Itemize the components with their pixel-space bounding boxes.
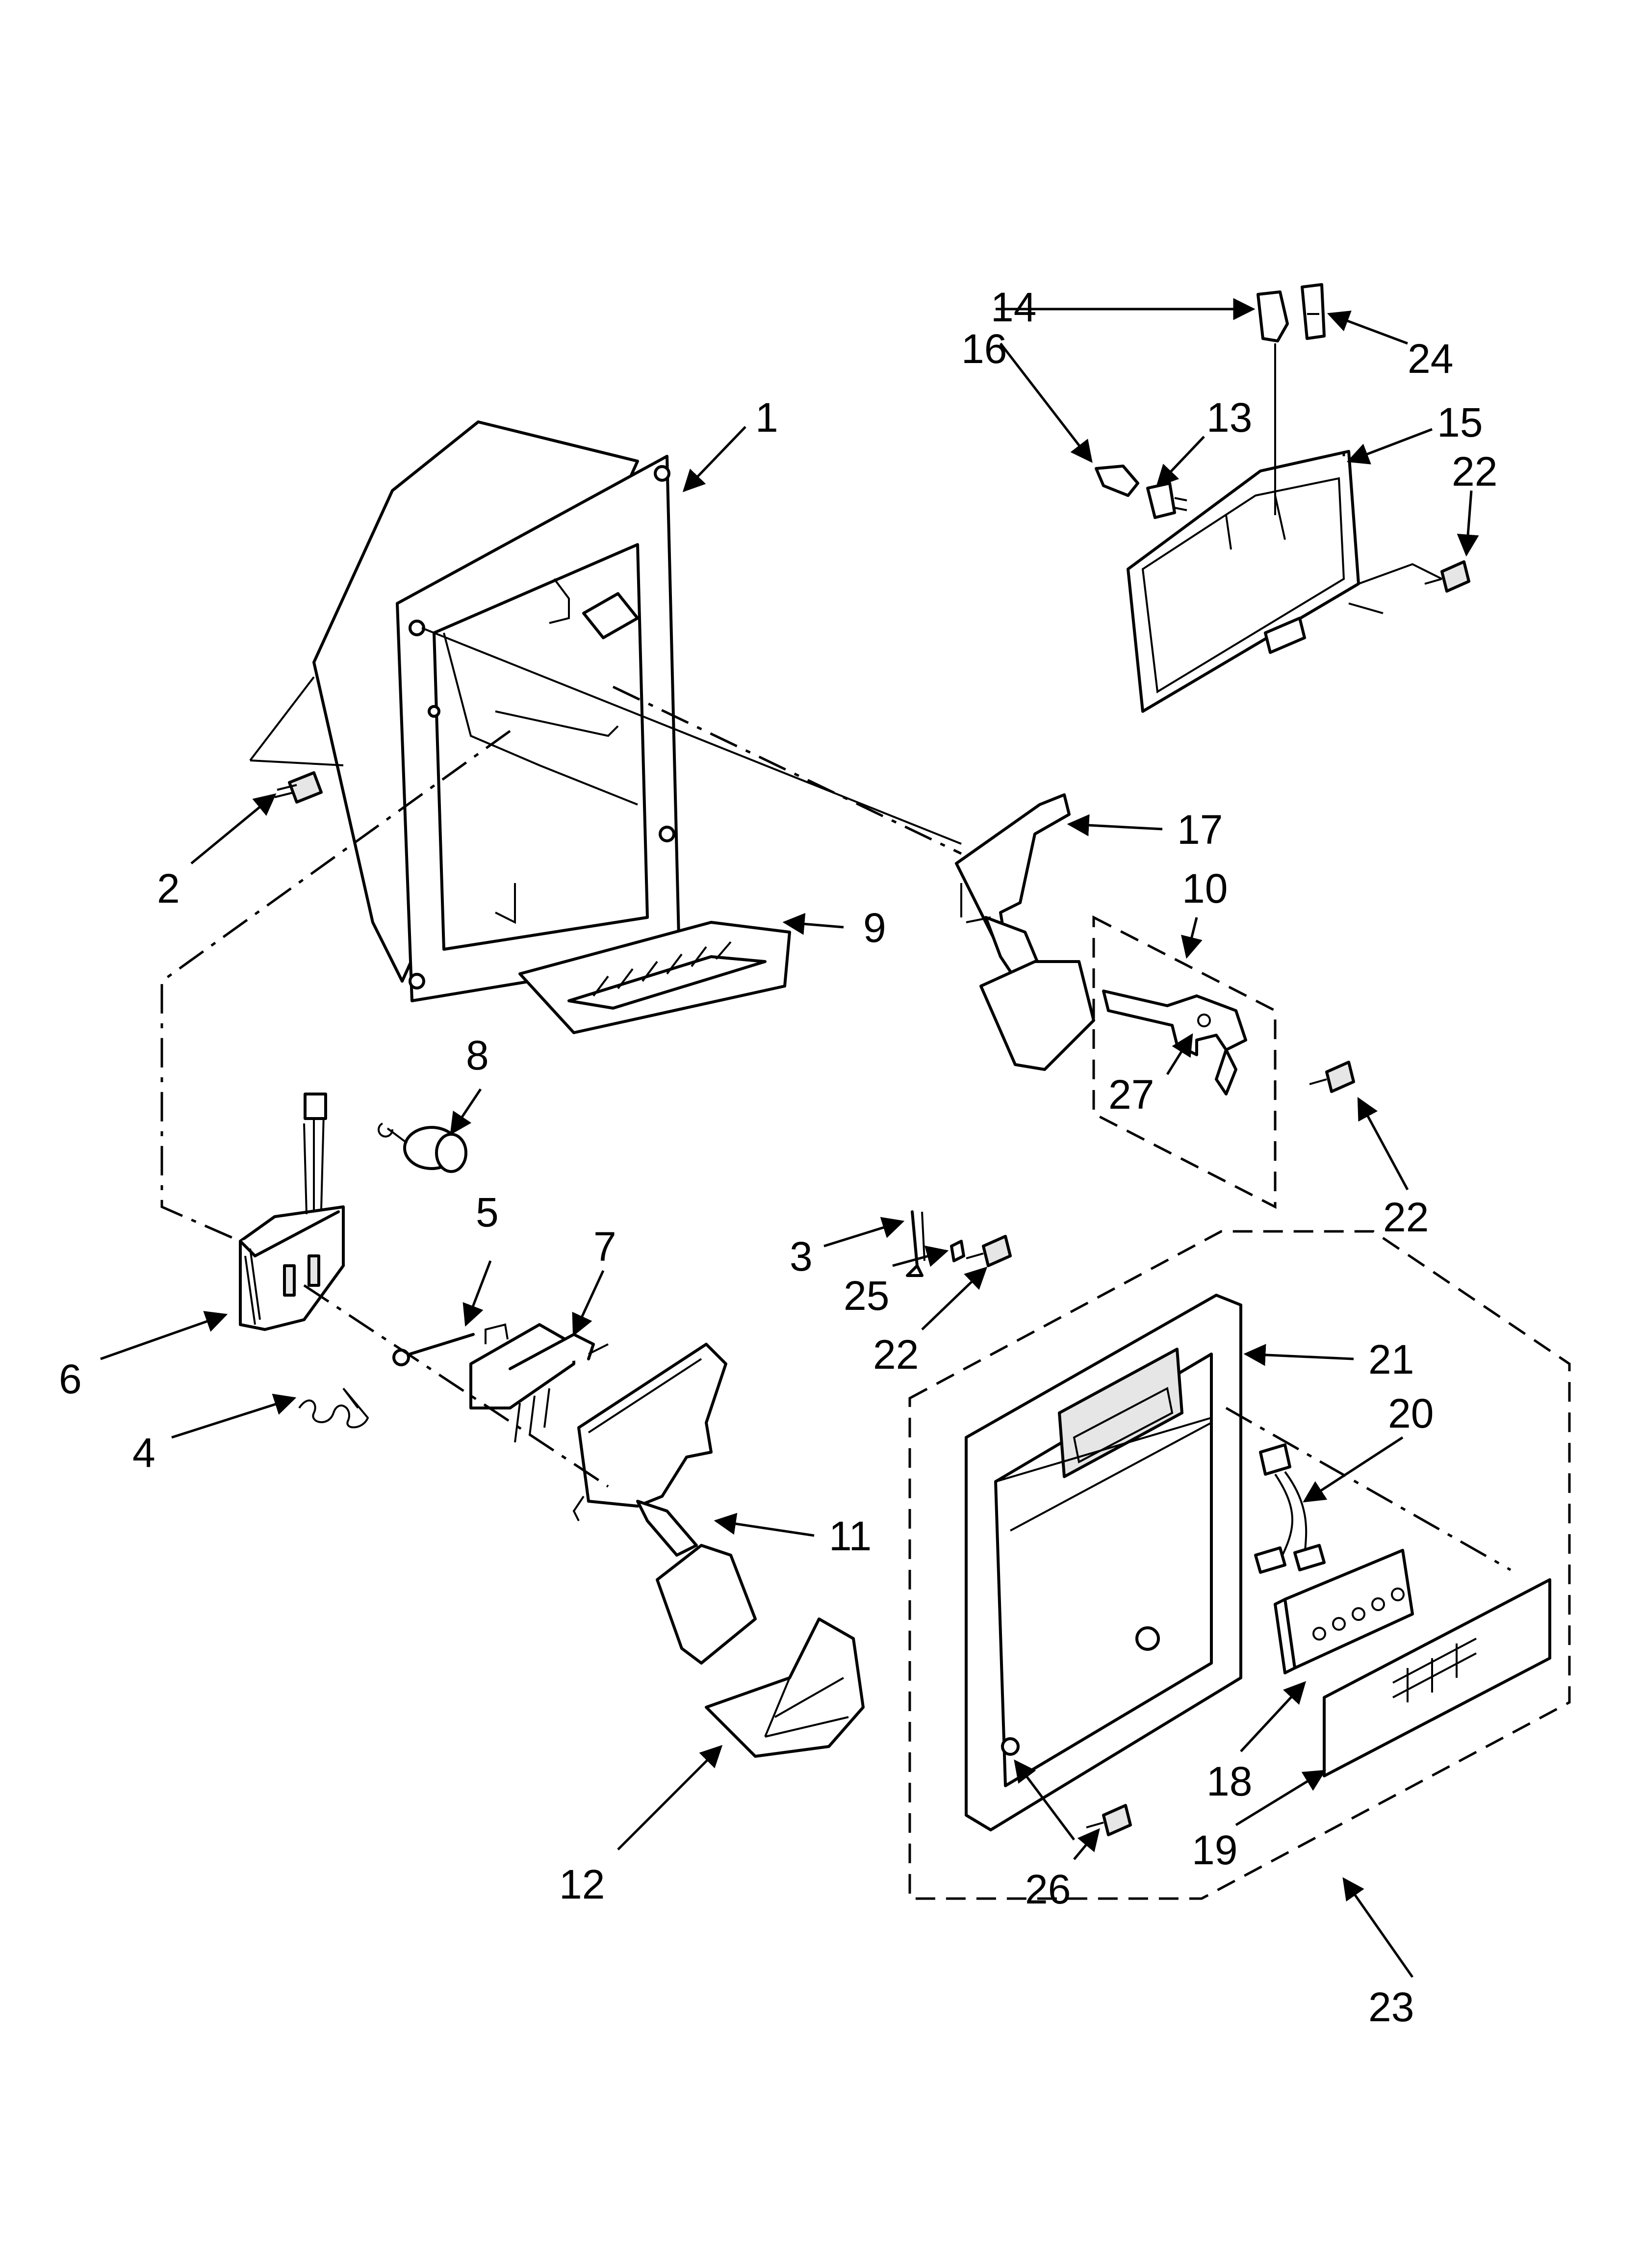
part-12-drip-cup	[705, 1617, 865, 1758]
reference-lines	[160, 627, 1512, 1571]
callout-20: 20	[1388, 1390, 1434, 1436]
callout-6: 6	[59, 1356, 82, 1402]
callout-16: 16	[961, 326, 1007, 372]
part-24-pad	[1301, 283, 1326, 340]
callout-18: 18	[1206, 1758, 1252, 1804]
callout-1: 1	[755, 394, 778, 441]
part-14-switch	[1257, 290, 1289, 515]
part-23-group-outline	[908, 1230, 1571, 1900]
callout-25: 25	[844, 1273, 889, 1319]
part-21-dispenser-frame	[965, 1294, 1242, 1831]
callout-9: 9	[863, 905, 886, 951]
part-17-water-paddle	[955, 793, 1095, 1071]
callout-11: 11	[829, 1513, 872, 1559]
part-6-solenoid	[239, 1093, 345, 1331]
callout-3: 3	[790, 1233, 813, 1279]
part-2-screw	[274, 771, 323, 804]
callout-15: 15	[1437, 399, 1483, 445]
part-1-dispenser-housing	[312, 420, 681, 1002]
part-8-motor	[378, 1122, 467, 1173]
callout-23: 23	[1368, 1984, 1414, 2030]
part-10-group-outline	[1092, 915, 1277, 1209]
callout-2: 2	[157, 865, 180, 912]
leader-lines	[100, 298, 1479, 1978]
callout-17: 17	[1177, 807, 1223, 853]
part-4-spring	[298, 1387, 369, 1429]
callout-10: 10	[1182, 865, 1228, 912]
callout-12: 12	[559, 1861, 605, 1907]
part-3-clip	[906, 1210, 925, 1277]
callout-13: 13	[1206, 394, 1252, 441]
part-27-lever	[1102, 990, 1247, 1095]
part-22-screw-a	[966, 1235, 1012, 1267]
callout-labels: 1 2 3 4 5 6 7 8 9 10 11 12 13 14 15 16 1…	[59, 284, 1497, 2030]
callout-27: 27	[1108, 1071, 1154, 1118]
callout-26: 26	[1025, 1866, 1071, 1912]
callout-5: 5	[476, 1189, 499, 1235]
callout-22b: 22	[1383, 1194, 1429, 1240]
part-26-screw	[1086, 1804, 1132, 1836]
callout-24: 24	[1408, 336, 1453, 382]
callout-22a: 22	[1452, 448, 1497, 495]
part-9-chute-grille	[518, 921, 791, 1034]
part-11-ice-paddle	[572, 1343, 757, 1665]
part-15-bracket	[1127, 450, 1442, 713]
part-7-actuator	[469, 1323, 609, 1443]
part-25-clip	[950, 1240, 965, 1262]
part-20-harness	[1254, 1443, 1326, 1574]
part-13-socket	[1146, 482, 1187, 519]
part-22-screw-c	[1424, 560, 1470, 593]
callout-19: 19	[1192, 1827, 1237, 1873]
callout-4: 4	[132, 1430, 155, 1476]
callout-22c: 22	[873, 1331, 919, 1378]
callout-8: 8	[466, 1032, 489, 1078]
callout-14: 14	[991, 284, 1036, 330]
callout-21: 21	[1368, 1336, 1414, 1382]
part-5-rod	[392, 1333, 475, 1366]
part-22-screw-b	[1309, 1061, 1355, 1093]
callout-7: 7	[593, 1224, 616, 1270]
part-18-switch-panel	[1274, 1549, 1414, 1674]
part-19-label-panel	[1323, 1578, 1551, 1777]
part-16-bulb	[1095, 465, 1139, 497]
